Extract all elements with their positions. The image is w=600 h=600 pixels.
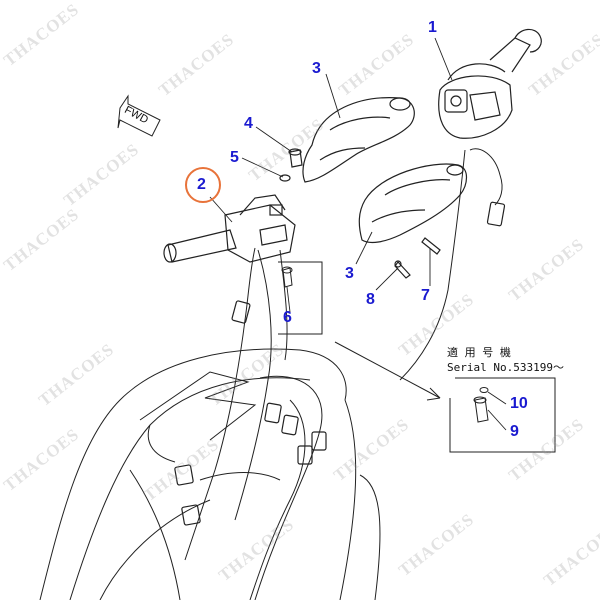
serial-arrow — [334, 341, 441, 401]
serial-note-number: Serial No.533199～ — [447, 361, 564, 374]
joystick-lever-part-1 — [438, 28, 542, 139]
callout-1: 1 — [428, 19, 437, 36]
cover-part-3-upper — [302, 97, 415, 183]
callout-3-upper: 3 — [312, 60, 321, 77]
cover-part-3-lower — [358, 163, 468, 244]
callout-7: 7 — [421, 287, 430, 304]
inset-box-part-6 — [278, 261, 323, 335]
wire-harness — [184, 148, 503, 561]
callout-10: 10 — [510, 395, 528, 412]
callout-6: 6 — [283, 309, 292, 326]
callout-3-lower: 3 — [345, 265, 354, 282]
callout-8: 8 — [366, 291, 375, 308]
console-body — [39, 348, 381, 600]
serial-inset-box — [449, 377, 556, 453]
bolt-part-4 — [288, 148, 303, 168]
callout-5: 5 — [230, 149, 239, 166]
fwd-arrow — [117, 94, 161, 137]
screw-part-8 — [394, 260, 411, 279]
callout-9: 9 — [510, 423, 519, 440]
serial-note-title: 適 用 号 機 — [447, 346, 511, 359]
leader-lines — [209, 37, 507, 431]
callout-4: 4 — [244, 115, 253, 132]
screw-part-7 — [421, 237, 441, 255]
washer-part-5 — [279, 174, 291, 182]
highlight-circle-part-2 — [185, 167, 221, 203]
connectors — [174, 201, 506, 526]
turn-signal-switch-part-2 — [163, 194, 296, 263]
callout-2: 2 — [197, 176, 206, 193]
